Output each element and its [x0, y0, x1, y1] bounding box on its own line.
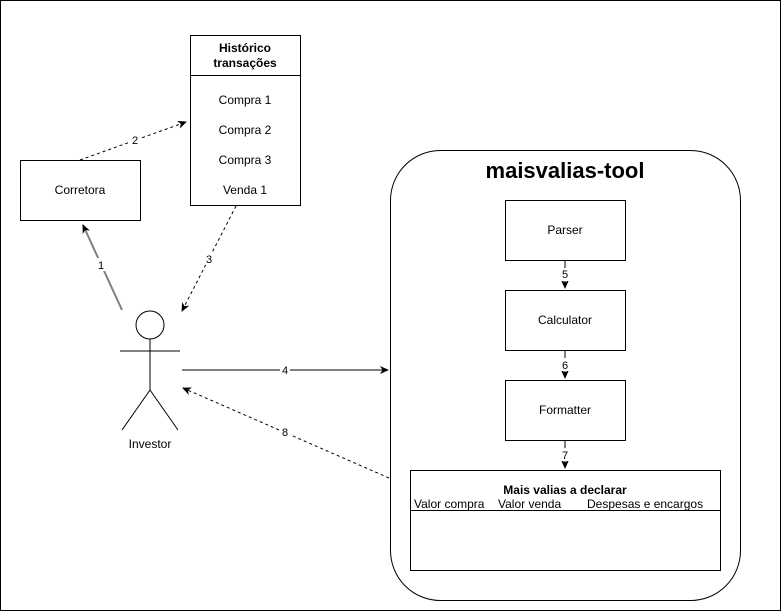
- historico-item-1: Compra 1: [219, 93, 272, 107]
- edge-8: 8: [182, 387, 390, 479]
- historico-item-3: Compra 3: [219, 153, 272, 167]
- parser-box: Parser: [505, 200, 626, 261]
- edge-7-label: 7: [562, 450, 568, 462]
- edge-5: 5: [560, 261, 570, 289]
- formatter-box: Formatter: [505, 380, 626, 441]
- calculator-box: Calculator: [505, 290, 626, 351]
- output-table: Mais valias a declarar Valor compra Valo…: [410, 470, 721, 571]
- historico-item-4: Venda 1: [223, 183, 267, 197]
- historico-item-2: Compra 2: [219, 123, 272, 137]
- edge-1: 1: [82, 224, 123, 311]
- historico-title-line2: transações: [213, 56, 277, 70]
- edge-6: 6: [560, 351, 570, 379]
- historico-title-line1: Histórico: [219, 41, 271, 55]
- edge-4-label: 4: [282, 365, 288, 377]
- formatter-label: Formatter: [539, 403, 591, 417]
- output-table-col-1: Valor compra: [414, 497, 485, 511]
- calculator-label: Calculator: [538, 313, 592, 327]
- edge-6-label: 6: [562, 360, 568, 372]
- tool-title: maisvalias-tool: [486, 158, 645, 183]
- investor-label: Investor: [129, 437, 172, 451]
- output-table-col-3: Despesas e encargos: [587, 497, 703, 511]
- output-table-title: Mais valias a declarar: [503, 483, 627, 497]
- edge-3: 3: [181, 205, 237, 312]
- corretora-box: Corretora: [20, 160, 141, 221]
- investor-actor: [120, 310, 180, 431]
- edge-2: 2: [79, 120, 187, 161]
- edge-1-label: 1: [98, 260, 104, 272]
- historico-box: Histórico transações Compra 1 Compra 2 C…: [190, 35, 301, 206]
- output-table-col-2: Valor venda: [498, 497, 561, 511]
- edge-8-label: 8: [282, 427, 288, 439]
- parser-label: Parser: [547, 223, 582, 237]
- edge-2-label: 2: [132, 135, 138, 147]
- edge-7: 7: [560, 441, 570, 469]
- edge-5-label: 5: [562, 269, 568, 281]
- edge-3-label: 3: [206, 254, 212, 266]
- edge-4: 4: [182, 364, 389, 377]
- corretora-label: Corretora: [55, 183, 106, 197]
